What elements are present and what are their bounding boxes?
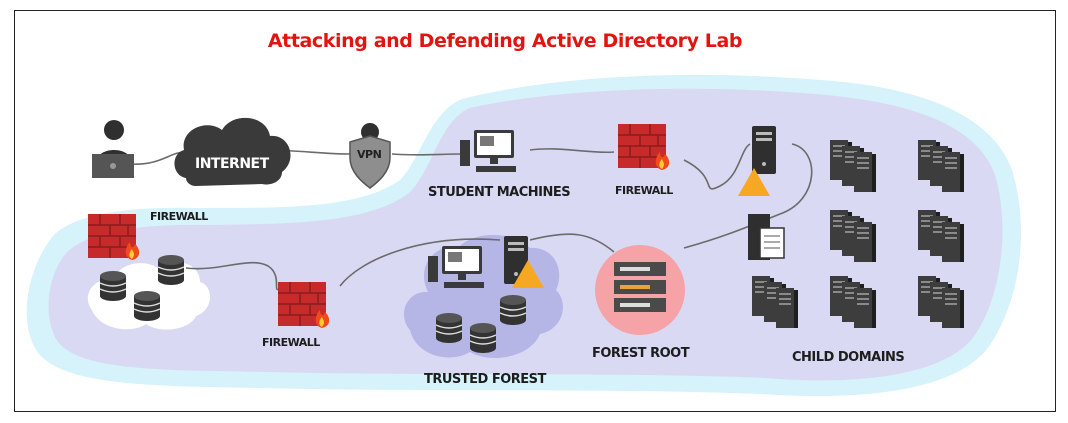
child-domains-label: CHILD DOMAINS <box>792 350 905 365</box>
server-rack-icon <box>595 245 685 335</box>
firewall-icon <box>277 281 330 329</box>
cloud-icon <box>174 117 291 186</box>
internet-label: INTERNET <box>195 156 269 172</box>
firewall-top-label: FIREWALL <box>615 184 673 197</box>
diagram-title: Attacking and Defending Active Directory… <box>267 30 743 52</box>
document-server-icon <box>748 214 785 260</box>
diagram-frame <box>14 10 1056 412</box>
firewall-icon <box>87 213 140 261</box>
student-machines-label: STUDENT MACHINES <box>428 185 571 200</box>
vpn-shield-icon <box>349 123 391 189</box>
server-tower-icon <box>752 126 776 174</box>
user-laptop-icon <box>92 120 134 178</box>
trusted-forest-label: TRUSTED FOREST <box>424 372 546 387</box>
vpn-label: VPN <box>357 148 382 161</box>
firewall-left-label: FIREWALL <box>150 210 208 223</box>
firewall-icon <box>617 123 670 171</box>
forest-root-label: FOREST ROOT <box>592 346 690 361</box>
firewall-bottom-label: FIREWALL <box>262 336 320 349</box>
